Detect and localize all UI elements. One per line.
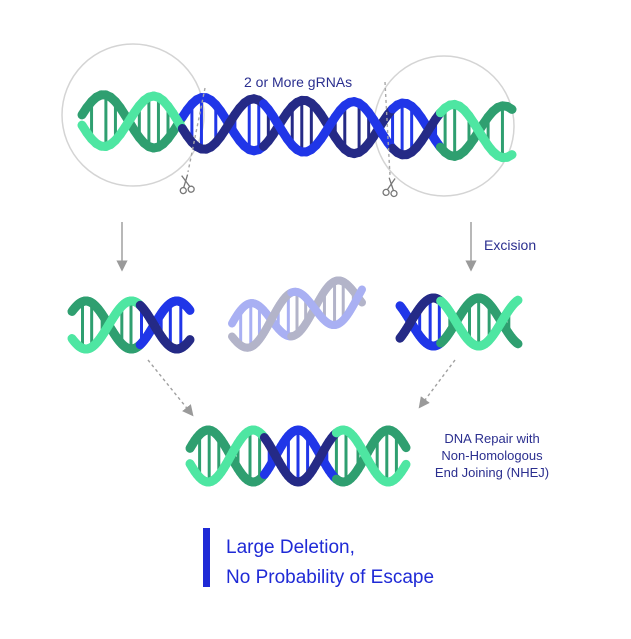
conclusion-label-line: Large Deletion, <box>226 537 355 558</box>
dna-strand-segment <box>399 439 411 453</box>
dna-strand-segment <box>184 335 195 346</box>
zoom-circle-left <box>61 43 205 187</box>
conclusion-label-line: No Probability of Escape <box>226 567 435 588</box>
conclusion-label: Large Deletion, No Probability of Escape <box>226 533 434 593</box>
cut-line-left <box>187 87 206 173</box>
dashed-arrow-left <box>147 359 194 417</box>
dashed-arrow-right <box>418 359 456 409</box>
scissors-icon <box>382 177 398 198</box>
dna-helix-repaired <box>185 425 411 487</box>
dna-fragment-left <box>67 296 195 354</box>
dna-strand-segment <box>512 338 523 349</box>
dna-fragment-excised <box>228 276 366 352</box>
dna-strand-segment <box>356 285 366 297</box>
scissors-icon <box>179 174 195 195</box>
cut-line-right <box>384 81 391 177</box>
dna-strand-segment <box>399 459 411 473</box>
dna-strand-segment <box>502 150 517 162</box>
conclusion-accent-bar <box>203 528 210 587</box>
repair-label-line: Non-Homologous <box>441 448 543 463</box>
dna-fragment-right <box>395 293 523 351</box>
dna-strand-segment <box>356 296 366 307</box>
repair-label-line: End Joining (NHEJ) <box>434 465 550 480</box>
excision-label: Excision <box>484 237 537 253</box>
dna-helix-top <box>77 90 517 163</box>
dna-strand-segment <box>512 295 523 306</box>
dna-strand-segment <box>184 304 195 315</box>
repair-label-line: DNA Repair with <box>444 431 540 446</box>
grnas-label: 2 or More gRNAs <box>244 74 353 90</box>
dna-strand-segment <box>502 101 517 114</box>
repair-label: DNA Repair with Non-Homologous End Joini… <box>427 430 557 481</box>
